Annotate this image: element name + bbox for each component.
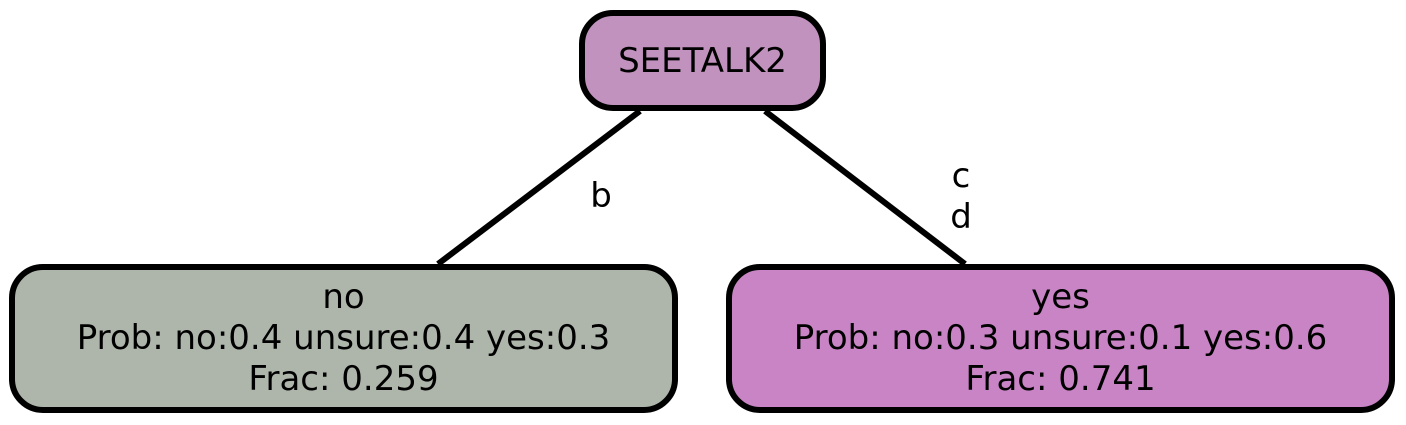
leaf-no-title: no xyxy=(322,277,365,317)
edge-label-d-line: d xyxy=(950,197,972,237)
edge-label-cd: c d xyxy=(940,156,982,238)
root-node: SEETALK2 xyxy=(579,10,826,111)
leaf-no-prob: Prob: no:0.4 unsure:0.4 yes:0.3 xyxy=(76,318,611,358)
leaf-yes-prob: Prob: no:0.3 unsure:0.1 yes:0.6 xyxy=(793,318,1328,358)
edge-label-b: b xyxy=(580,176,622,217)
leaf-yes-title: yes xyxy=(1031,277,1090,317)
leaf-no-frac: Frac: 0.259 xyxy=(248,359,439,399)
edge-label-c-line: c xyxy=(951,156,971,196)
edge-line-b xyxy=(436,108,642,267)
leaf-node-yes: yes Prob: no:0.3 unsure:0.1 yes:0.6 Frac… xyxy=(726,264,1395,413)
edge-line-cd xyxy=(763,108,967,267)
edge-label-b-line: b xyxy=(590,176,612,216)
leaf-yes-frac: Frac: 0.741 xyxy=(965,359,1156,399)
root-node-label: SEETALK2 xyxy=(618,40,787,81)
leaf-node-no: no Prob: no:0.4 unsure:0.4 yes:0.3 Frac:… xyxy=(9,264,678,413)
